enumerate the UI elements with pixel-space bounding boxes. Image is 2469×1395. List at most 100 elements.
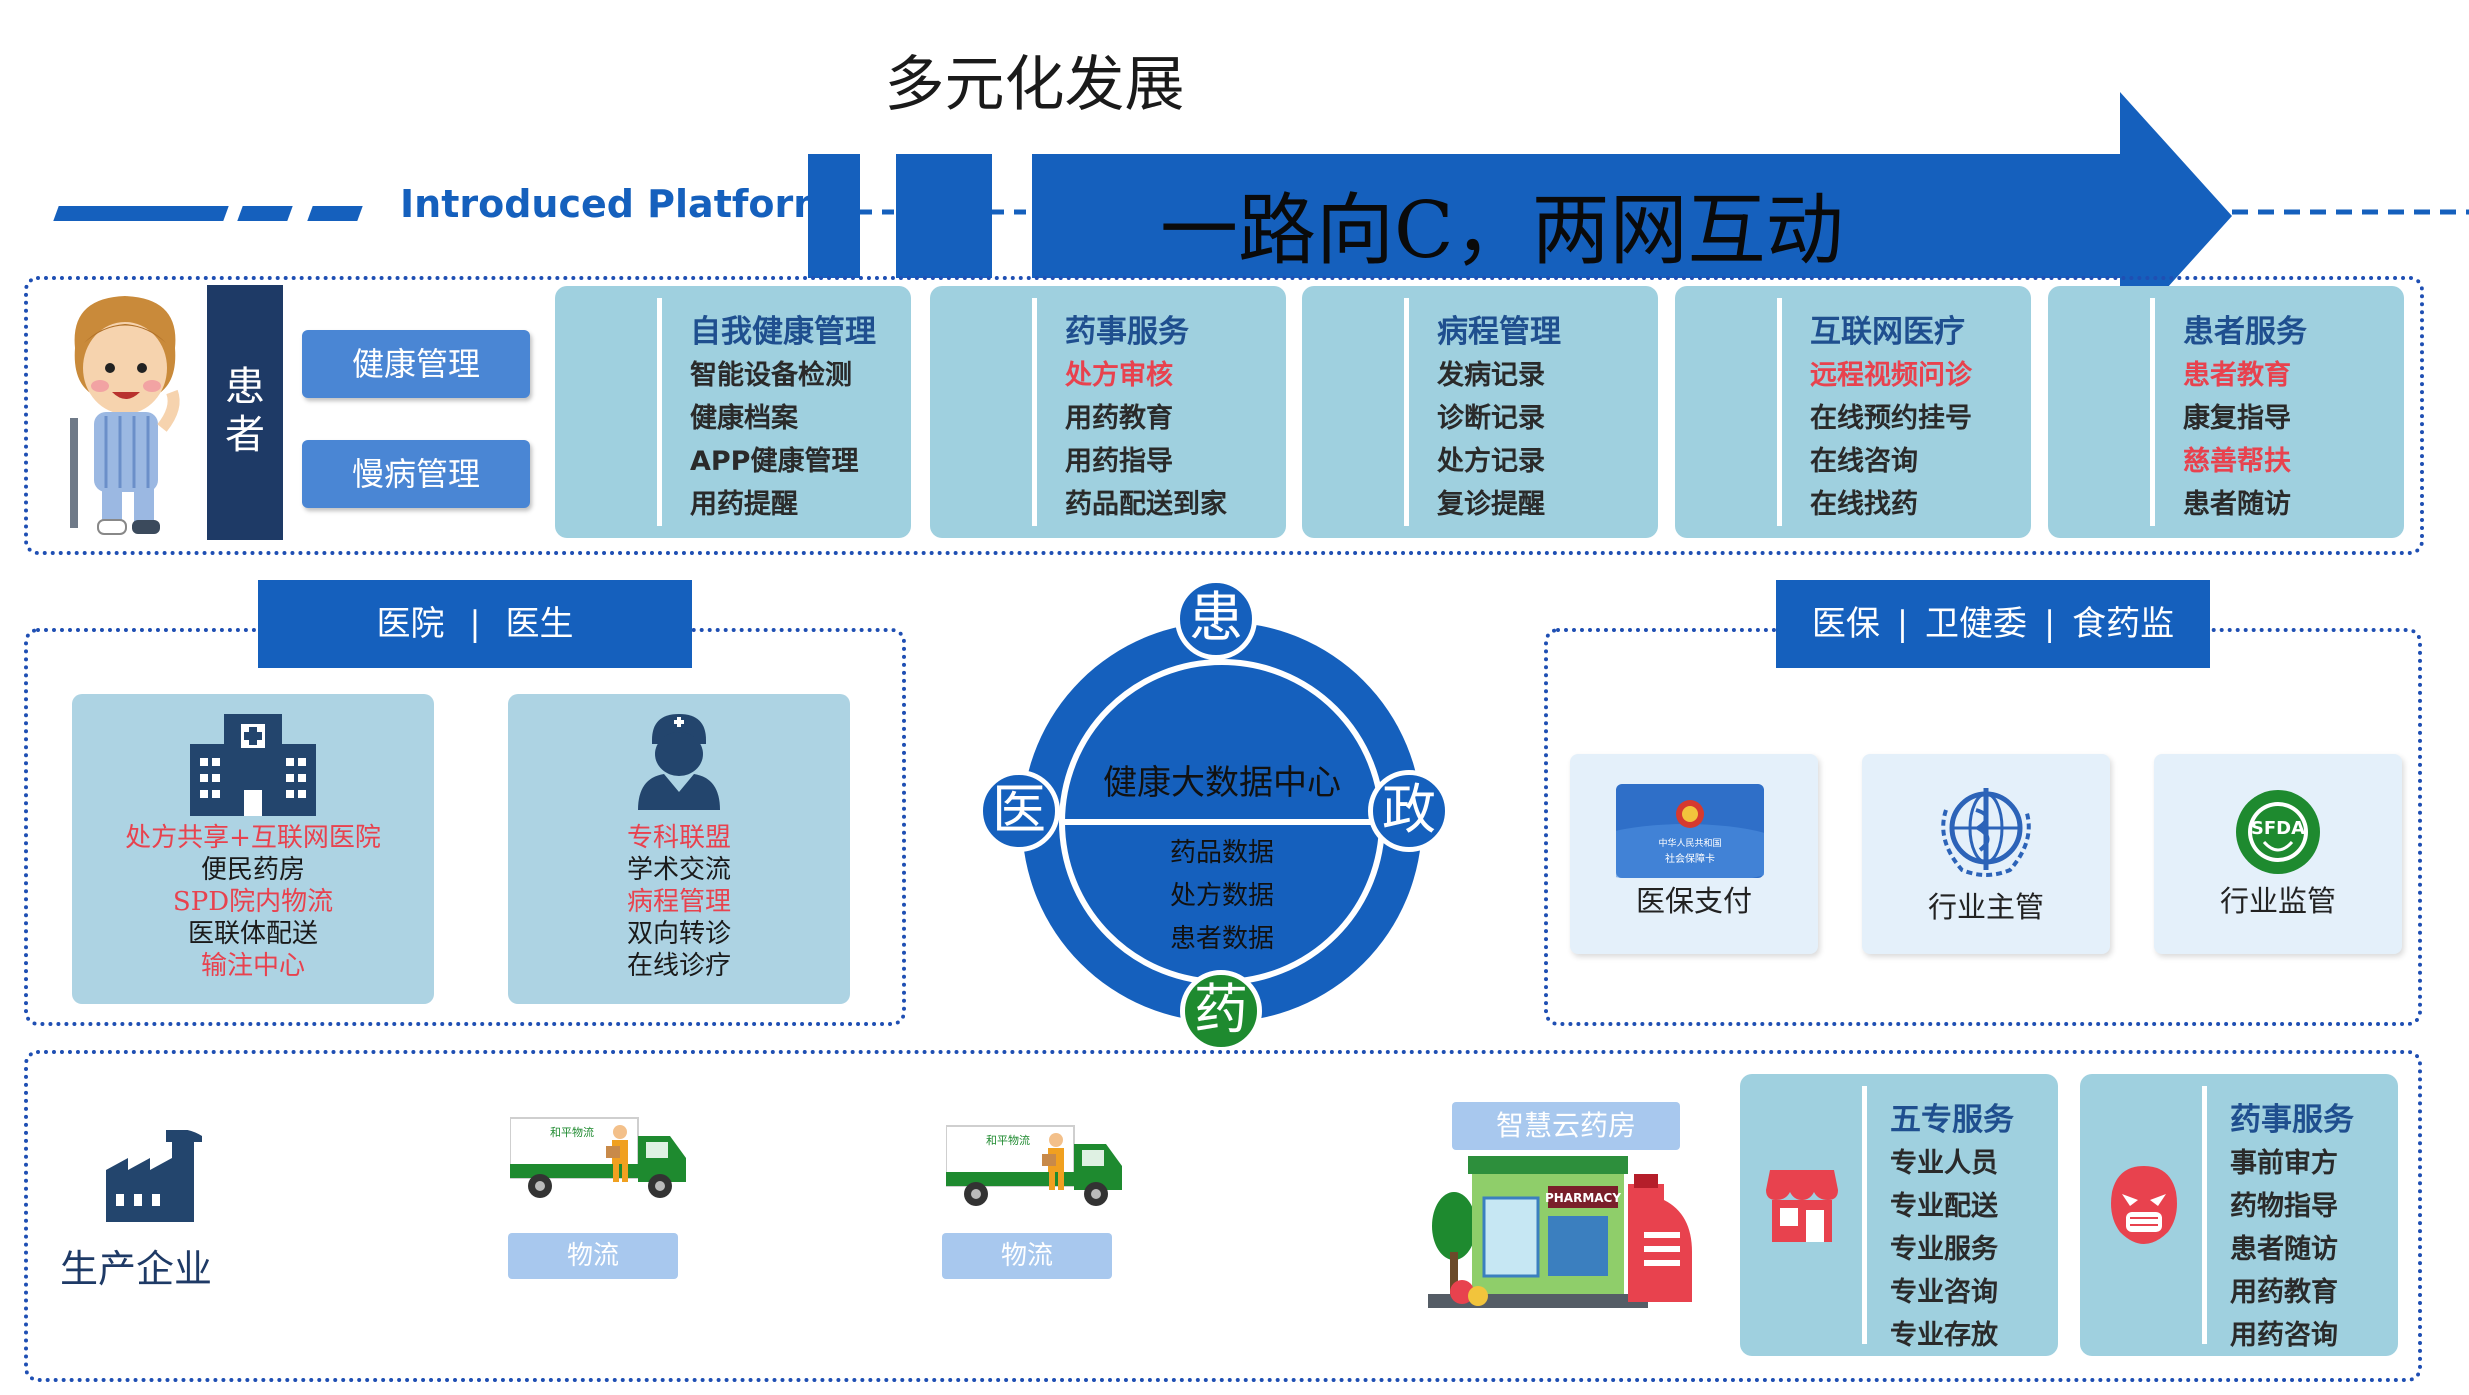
- pharma-services-panel: 药事服务 事前审方 药物指导 患者随访 用药教育 用药咨询: [2080, 1074, 2398, 1356]
- doctor-card-item: 学术交流: [626, 855, 731, 885]
- panel-item: 远程视频问诊: [1810, 360, 1972, 391]
- data-center-items: 药品数据 处方数据 患者数据: [1012, 832, 1432, 961]
- panel-title: 患者服务: [2183, 314, 2307, 350]
- truck-brand: 和平物流: [550, 1125, 594, 1139]
- panel-item: 在线预约挂号: [1810, 403, 1972, 434]
- panel-item: 复诊提醒: [1437, 489, 1545, 520]
- five-services-items: 专业人员 专业配送 专业服务 专业咨询 专业存放: [1890, 1142, 1998, 1357]
- card-country-text: 中华人民共和国: [1658, 837, 1721, 849]
- regulator-header-sep: |: [1896, 604, 1909, 644]
- panel-items: 智能设备检测 健康档案 APP健康管理 用药提醒: [690, 354, 858, 526]
- fda-card: SFDA 行业监管: [2154, 754, 2402, 954]
- panel-item: 康复指导: [2183, 403, 2291, 434]
- panel-item: 处方记录: [1437, 446, 1545, 477]
- doctor-icon: [638, 714, 720, 810]
- node-patient: 患: [1175, 578, 1257, 660]
- hospital-card-item: 医联体配送: [187, 919, 318, 949]
- banner-text: 一路向C，两网互动: [1160, 186, 1844, 276]
- patient-row: [24, 276, 2424, 555]
- panel-item: 慈善帮扶: [2183, 446, 2291, 477]
- panel-item: 用药教育: [1065, 403, 1173, 434]
- node-government: 政: [1368, 770, 1450, 852]
- panel-item: 健康档案: [690, 403, 798, 434]
- service-panel-pharmacy: 药事服务 处方审核 用药教育 用药指导 药品配送到家: [930, 286, 1286, 538]
- pharma-services-item: 患者随访: [2230, 1234, 2338, 1265]
- platform-line: [53, 206, 229, 221]
- health-authority-label: 行业主管: [1927, 890, 2044, 924]
- banner-arrow: [808, 92, 2469, 288]
- pharma-services-item: 事前审方: [2230, 1148, 2338, 1179]
- insurance-card-label: 医保支付: [1635, 884, 1752, 918]
- hospital-card-items: 处方共享+互联网医院 便民药房 SPD院内物流 医联体配送 输注中心: [72, 822, 434, 982]
- pharma-services-item: 用药教育: [2230, 1277, 2338, 1308]
- chronic-management-button[interactable]: 慢病管理: [302, 440, 530, 508]
- panel-item: 在线咨询: [1810, 446, 1918, 477]
- patient-label-text: 患者: [225, 364, 265, 458]
- pharma-services-item: 药物指导: [2230, 1191, 2338, 1222]
- five-services-item: 专业配送: [1890, 1191, 1998, 1222]
- regulator-header-insurance: 医保: [1811, 604, 1880, 644]
- social-security-card-icon: 中华人民共和国 社会保障卡: [1616, 784, 1764, 878]
- service-panel-internet: 互联网医疗 远程视频问诊 在线预约挂号 在线咨询 在线找药: [1675, 286, 2031, 538]
- panel-title: 药事服务: [1065, 314, 1189, 350]
- panel-item: 药品配送到家: [1065, 489, 1227, 520]
- factory-icon: [106, 1130, 202, 1222]
- hospital-card-item: 处方共享+互联网医院: [125, 823, 381, 853]
- hospital-card: 处方共享+互联网医院 便民药房 SPD院内物流 医联体配送 输注中心: [72, 694, 434, 1004]
- node-drug: 药: [1180, 970, 1262, 1052]
- panel-item: 患者教育: [2183, 360, 2291, 391]
- hospital-header-hospital: 医院: [376, 604, 445, 644]
- doctor-card-item: 病程管理: [626, 887, 731, 917]
- insurance-card: 中华人民共和国 社会保障卡 医保支付: [1570, 754, 1818, 954]
- hospital-header: 医院 | 医生: [258, 580, 692, 668]
- doctor-card: 专科联盟 学术交流 病程管理 双向转诊 在线诊疗: [508, 694, 850, 1004]
- platform-line-dash-2: [307, 206, 363, 221]
- service-panel-patient-service: 患者服务 患者教育 康复指导 慈善帮扶 患者随访: [2048, 286, 2404, 538]
- logistics-label-2: 物流: [942, 1233, 1112, 1279]
- panel-item: APP健康管理: [690, 446, 859, 477]
- truck-icon: 和平物流: [946, 1125, 1122, 1206]
- mask-icon: [2111, 1166, 2177, 1244]
- five-services-title: 五专服务: [1890, 1102, 2014, 1138]
- panel-item: 用药提醒: [690, 489, 798, 520]
- health-management-button[interactable]: 健康管理: [302, 330, 530, 398]
- service-panel-self-health: 自我健康管理 智能设备检测 健康档案 APP健康管理 用药提醒: [555, 286, 911, 538]
- logistics-label-1: 物流: [508, 1233, 678, 1279]
- five-services-item: 专业人员: [1890, 1148, 1998, 1179]
- data-center-item: 处方数据: [1169, 881, 1274, 911]
- pharmacy-sign: PHARMACY: [1545, 1191, 1621, 1205]
- hospital-header-doctor: 医生: [505, 604, 574, 644]
- panel-item: 发病记录: [1437, 360, 1545, 391]
- hospital-card-item: 输注中心: [200, 951, 305, 981]
- regulator-header-health: 卫健委: [1925, 604, 2027, 644]
- hospital-header-sep: |: [469, 604, 481, 644]
- platform-line-dash-1: [237, 206, 293, 221]
- data-center-title: 健康大数据中心: [1103, 763, 1341, 803]
- hospital-icon: [190, 714, 316, 816]
- panel-item: 诊断记录: [1437, 403, 1545, 434]
- health-authority-card: 行业主管: [1862, 754, 2110, 954]
- patient-avatar: [70, 296, 180, 535]
- doctor-card-item: 专科联盟: [626, 823, 731, 853]
- data-center-item: 患者数据: [1169, 924, 1274, 954]
- doctor-card-items: 专科联盟 学术交流 病程管理 双向转诊 在线诊疗: [508, 822, 850, 982]
- supply-chain-section: [24, 1050, 2422, 1382]
- panel-items: 处方审核 用药教育 用药指导 药品配送到家: [1065, 354, 1227, 526]
- truck-icon: 和平物流: [510, 1117, 686, 1198]
- doctor-card-item: 双向转诊: [626, 919, 731, 949]
- who-emblem-icon: [1941, 788, 2031, 877]
- producer-label: 生产企业: [60, 1247, 213, 1291]
- panel-item: 在线找药: [1810, 489, 1918, 520]
- card-name-text: 社会保障卡: [1665, 852, 1715, 865]
- panel-title: 互联网医疗: [1810, 314, 1965, 350]
- panel-title: 自我健康管理: [690, 314, 876, 350]
- doctor-card-item: 在线诊疗: [626, 951, 731, 981]
- panel-item: 患者随访: [2183, 489, 2291, 520]
- regulator-header: 医保 | 卫健委 | 食药监: [1776, 580, 2210, 668]
- fda-card-label: 行业监管: [2219, 884, 2336, 918]
- five-services-item: 专业存放: [1890, 1320, 1998, 1351]
- pharma-services-items: 事前审方 药物指导 患者随访 用药教育 用药咨询: [2230, 1142, 2338, 1357]
- panel-item: 智能设备检测: [690, 360, 852, 391]
- panel-items: 患者教育 康复指导 慈善帮扶 患者随访: [2183, 354, 2291, 526]
- panel-title: 病程管理: [1437, 314, 1561, 350]
